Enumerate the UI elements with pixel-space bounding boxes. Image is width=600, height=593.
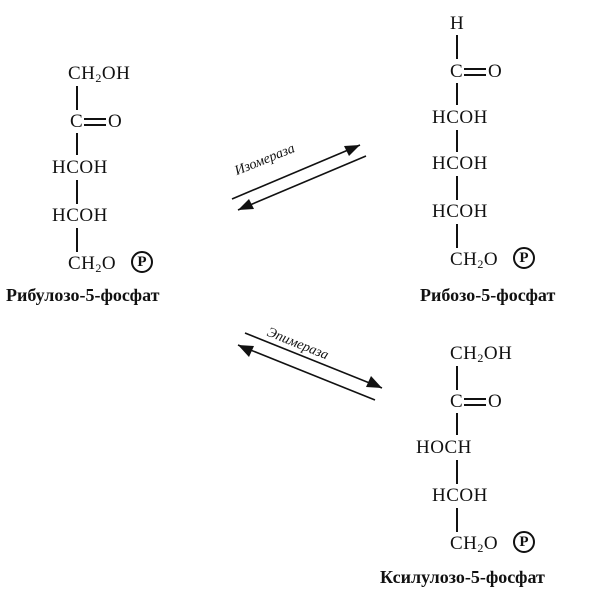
ribose-c1-hydrogen: H — [450, 13, 465, 34]
isomerase-forward-arrowhead — [344, 145, 360, 156]
ribose-phosphate-icon: P — [513, 247, 535, 269]
ribulose-bond-3 — [76, 180, 78, 204]
ribose-bond-3 — [456, 176, 458, 200]
ribose-c1-carbon: C — [450, 61, 464, 82]
ribulose-c1-group: CH2OH — [68, 63, 131, 85]
ribose-c3-group: HCOH — [432, 153, 488, 174]
ribose-bond-h — [456, 35, 458, 59]
ribose-name: Рибозо-5-фосфат — [420, 285, 556, 305]
ribose-c1-oxygen: O — [488, 61, 503, 82]
xylulose-c1-group: CH2OH — [450, 343, 513, 365]
ribulose-c5-group: CH2O — [68, 253, 117, 275]
xylulose-name: Ксилулозо-5-фосфат — [380, 567, 545, 587]
xylulose-phosphate-icon: P — [513, 531, 535, 553]
ribulose-c2-oxygen: O — [108, 111, 123, 132]
xylulose-c2-carbon: C — [450, 391, 464, 412]
xylulose-double-bond-top — [464, 398, 486, 400]
xylulose-bond-4 — [456, 508, 458, 532]
ribose-double-bond-top — [464, 68, 486, 70]
ribulose-phosphate-icon: P — [131, 251, 153, 273]
ribose-bond-1 — [456, 83, 458, 105]
xylulose-bond-1 — [456, 366, 458, 390]
ribose-c2-group: HCOH — [432, 107, 488, 128]
ribose-bond-2 — [456, 130, 458, 152]
ribose-bond-4 — [456, 224, 458, 248]
ribulose-double-bond-bottom — [84, 124, 106, 126]
xylulose-c5-group: CH2O — [450, 533, 499, 555]
ribulose-c4-group: HCOH — [52, 205, 108, 226]
ribose-c4-group: HCOH — [432, 201, 488, 222]
ribose-c5-group: CH2O — [450, 249, 499, 271]
xylulose-double-bond-bottom — [464, 404, 486, 406]
ribulose-c3-group: HCOH — [52, 157, 108, 178]
isomerase-reverse-arrow — [237, 155, 367, 211]
ribose-double-bond-bottom — [464, 74, 486, 76]
ribulose-bond-2 — [76, 133, 78, 155]
epimerase-forward-arrow — [244, 332, 383, 389]
ribulose-name: Рибулозо-5-фосфат — [6, 285, 160, 305]
xylulose-c2-oxygen: O — [488, 391, 503, 412]
isomerase-forward-arrow — [231, 144, 361, 200]
ribulose-bond-4 — [76, 228, 78, 252]
ribulose-c2-carbon: C — [70, 111, 84, 132]
xylulose-c4-group: HCOH — [432, 485, 488, 506]
xylulose-bond-2 — [456, 413, 458, 435]
ribulose-bond-1 — [76, 86, 78, 110]
epimerase-reverse-arrow — [237, 344, 376, 401]
isomerase-reverse-arrowhead — [238, 199, 254, 210]
epimerase-forward-arrowhead — [366, 376, 382, 388]
ribulose-double-bond-top — [84, 118, 106, 120]
xylulose-bond-3 — [456, 460, 458, 484]
epimerase-reverse-arrowhead — [238, 345, 254, 357]
xylulose-c3-group: HOCH — [416, 437, 472, 458]
